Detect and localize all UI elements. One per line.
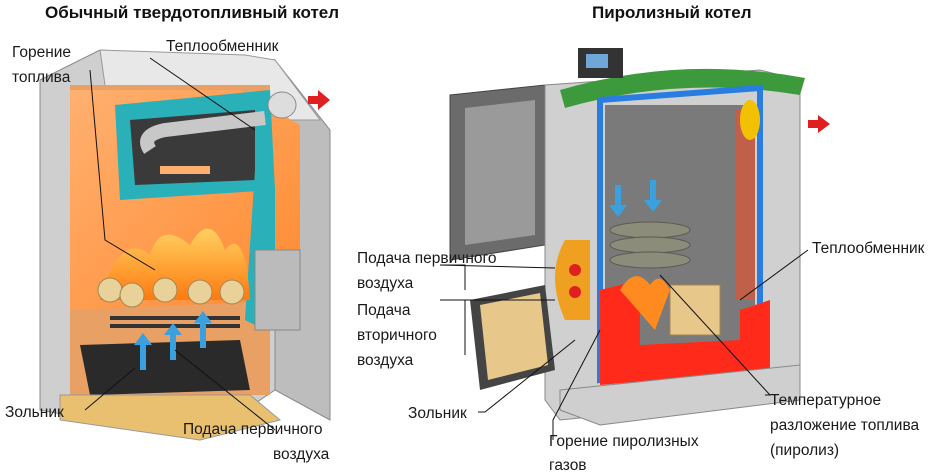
air-arrows-icon — [134, 311, 212, 370]
label-line: Горение — [12, 44, 72, 61]
label-line: Подача первичного — [357, 250, 497, 267]
label-secondary-air: Подача вторичного воздуха — [357, 298, 437, 373]
label-line: воздуха — [273, 446, 330, 463]
hot-gas-zone — [600, 280, 770, 385]
label-thermal-decomposition: Температурное разложение топлива (пироли… — [770, 388, 919, 463]
label-primary-air-left: Подача первичного воздуха — [183, 417, 329, 467]
leader-lines — [84, 57, 809, 440]
label-line: разложение топлива — [770, 417, 920, 434]
flame-icon — [620, 276, 670, 330]
label-ash-pit-right: Зольник — [408, 405, 467, 422]
label-line: вторичного — [357, 327, 437, 344]
label-heat-exchanger-right: Теплообменник — [812, 240, 925, 257]
label-line: Подача первичного — [183, 421, 323, 438]
green-lid — [560, 68, 805, 108]
label-line: Подача — [357, 302, 411, 319]
label-line: Горение пиролизных — [549, 433, 699, 450]
label-pyrolysis-gas-combustion: Горение пиролизных газов — [549, 430, 699, 474]
label-line: Температурное — [770, 392, 882, 409]
label-fuel-combustion: Горение топлива — [12, 40, 71, 90]
flue-arrow-icon — [308, 90, 330, 110]
label-primary-air-right: Подача первичного воздуха — [357, 246, 496, 296]
label-line: воздуха — [357, 352, 414, 369]
label-heat-exchanger-left: Теплообменник — [166, 38, 279, 55]
conventional-boiler-illustration — [39, 49, 331, 441]
label-line: топлива — [12, 69, 71, 86]
pyrolysis-boiler-title: Пиролизный котел — [592, 3, 752, 22]
pyrolysis-boiler-illustration — [449, 48, 830, 426]
conventional-boiler-title: Обычный твердотопливный котел — [45, 3, 340, 22]
label-line: (пиролиз) — [770, 442, 840, 459]
label-line: воздуха — [357, 275, 414, 292]
label-ash-pit-left: Зольник — [5, 404, 64, 421]
flame-icon — [100, 228, 250, 300]
ash-pan — [80, 340, 250, 395]
label-line: газов — [549, 457, 587, 474]
flue-arrow-icon — [808, 115, 830, 133]
